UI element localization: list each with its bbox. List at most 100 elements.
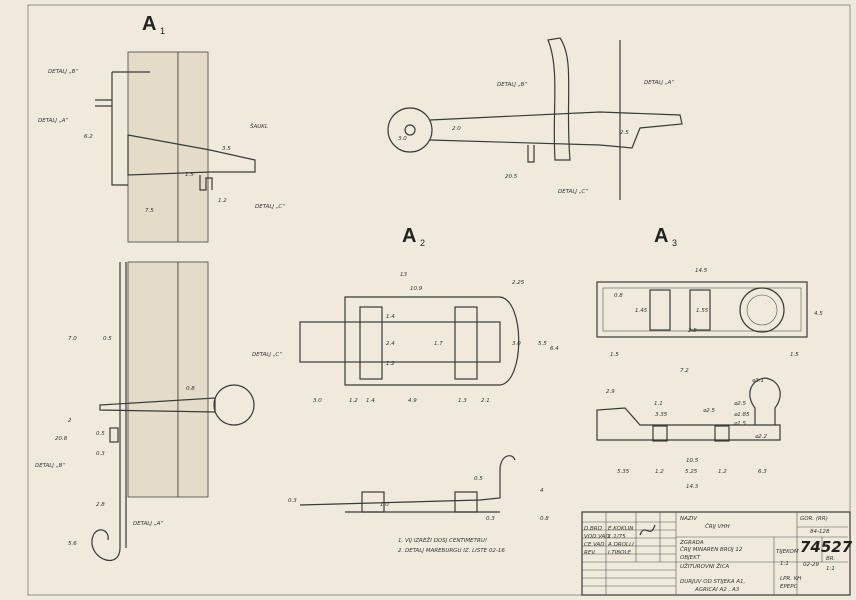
view-a2-letter: A bbox=[402, 225, 416, 247]
callout-label: DETALJ „B“ bbox=[497, 82, 527, 88]
dimension: 1.55 bbox=[696, 308, 709, 314]
tb-role: CE.VAD bbox=[584, 542, 604, 548]
dimension: 2.25 bbox=[512, 280, 525, 286]
tb-name: E.KOKLIN bbox=[608, 526, 633, 532]
tb-label: ZGRADA bbox=[679, 540, 704, 546]
dimension: ⌀2.5 bbox=[734, 401, 747, 407]
dimension: 1.2 bbox=[655, 469, 664, 475]
tb-role: VOD.VAD bbox=[584, 534, 609, 540]
callout-label: DETALJ „B“ bbox=[48, 69, 78, 75]
dimension: 1.45 bbox=[635, 308, 648, 314]
dimension: 13 bbox=[400, 272, 407, 278]
dimension: 2 bbox=[68, 418, 72, 424]
dimension: 0.8 bbox=[186, 386, 195, 392]
dimension: 7.5 bbox=[145, 208, 154, 214]
dimension: 3.0 bbox=[313, 398, 322, 404]
dimension: 1.5 bbox=[790, 352, 799, 358]
dimension: 0.3 bbox=[96, 451, 105, 457]
dimension: 1.5 bbox=[610, 352, 619, 358]
dimension: 1.2 bbox=[718, 469, 727, 475]
view-a2-index: 2 bbox=[420, 238, 425, 248]
dimension: 1.3 bbox=[458, 398, 467, 404]
dimension: 0.8 bbox=[614, 293, 623, 299]
note-2: 2. DETALJ MAREBURGU IZ. LISTE 02-16 bbox=[398, 548, 505, 554]
dimension: 7.0 bbox=[68, 336, 77, 342]
dimension: 2.5 bbox=[620, 130, 629, 136]
dimension: 6.2 bbox=[84, 134, 93, 140]
tb-label: OBJEKT bbox=[680, 555, 701, 561]
dimension: 2.4 bbox=[386, 341, 395, 347]
dimension: 0.3 bbox=[288, 498, 297, 504]
tb-role: REV. bbox=[584, 550, 596, 556]
tb-object: ČRIJ VHH bbox=[705, 523, 730, 530]
tb-sheet-no: 1:1 bbox=[826, 566, 835, 572]
tb-building: ČRIJ MINAREN BROJ 12 bbox=[680, 546, 743, 553]
dimension: ⌀1.85 bbox=[734, 412, 750, 418]
sheet-border bbox=[27, 4, 851, 596]
dimension: 6.3 bbox=[758, 469, 767, 475]
dimension: ⌀3.1 bbox=[752, 378, 764, 384]
dimension: 2.5 bbox=[688, 328, 697, 334]
dimension: 1.5 bbox=[185, 172, 194, 178]
dimension: 0.3 bbox=[486, 516, 495, 522]
tb-label: GOR. (RR) bbox=[800, 516, 828, 522]
dimension: 0.5 bbox=[103, 336, 112, 342]
dimension: 0.5 bbox=[474, 476, 483, 482]
dimension: 2.0 bbox=[452, 126, 461, 132]
dimension: 1.0 bbox=[380, 502, 389, 508]
view-a3-index: 3 bbox=[672, 238, 677, 248]
dimension: 1.4 bbox=[366, 398, 375, 404]
callout-label: DETALJ „C“ bbox=[252, 352, 282, 358]
dimension: 1.1 bbox=[654, 401, 663, 407]
signature bbox=[639, 524, 656, 536]
tb-name: 1.1/75 bbox=[608, 534, 626, 540]
tb-description: AGRICAI A2 , A3 bbox=[694, 587, 740, 593]
callout-label: DETALJ „C“ bbox=[558, 189, 588, 195]
tb-name: I.TIBOLE bbox=[608, 550, 632, 556]
view-top: DETALJ „B“ DETALJ „A“ DETALJ „C“ 20.5 2.… bbox=[387, 37, 683, 200]
title-block: D.BRD E.KOKLIN VOD.VAD 1.1/75 CE.VAD A.D… bbox=[581, 511, 853, 596]
dimension: 20.5 bbox=[505, 174, 518, 180]
dimension: 3.35 bbox=[655, 412, 668, 418]
tb-label: NAZIV bbox=[680, 516, 698, 522]
callout-label: DETALJ „A“ bbox=[38, 118, 68, 124]
callout-label: DETALJ „C“ bbox=[255, 204, 285, 210]
dimension: 5.35 bbox=[617, 469, 630, 475]
tb-role: D.BRD bbox=[584, 526, 602, 532]
dimension: 2.1 bbox=[481, 398, 490, 404]
dimension: 1.2 bbox=[349, 398, 358, 404]
tb-scale: 1:1 bbox=[780, 561, 789, 567]
tb-name: A.DROLLI bbox=[607, 542, 634, 548]
dimension: 4 bbox=[540, 488, 544, 494]
dimension: 14.3 bbox=[686, 484, 699, 490]
view-a3-letter: A bbox=[654, 225, 668, 247]
dimension: 5.5 bbox=[538, 341, 547, 347]
tb-org: EPEPC bbox=[780, 584, 798, 590]
dimension: 14.5 bbox=[695, 268, 708, 274]
tb-drawing-number: 74527 bbox=[800, 538, 853, 556]
dimension: 1.2 bbox=[386, 361, 395, 367]
tb-code: 02-29 bbox=[803, 562, 819, 568]
dimension: 3.0 bbox=[398, 136, 407, 142]
dimension: 2.9 bbox=[606, 389, 615, 395]
view-a3: A 3 14.5 4.5 0.8 1.45 1.55 2.5 1.5 7.2 1… bbox=[596, 225, 823, 490]
dimension: ⌀1.5 bbox=[734, 421, 747, 427]
dimension: 0.5 bbox=[96, 431, 105, 437]
dimension: 1.2 bbox=[218, 198, 227, 204]
tb-label: BR. bbox=[826, 556, 836, 562]
view-a1-index: 1 bbox=[160, 26, 165, 36]
callout-label: DETALJ „A“ bbox=[133, 521, 163, 527]
dimension: 6.4 bbox=[550, 346, 559, 352]
dimension: 10.5 bbox=[686, 458, 699, 464]
callout-label: ŠAUKL bbox=[250, 123, 268, 130]
tb-label: TIJEKOM bbox=[776, 549, 799, 555]
dimension: 0.8 bbox=[540, 516, 549, 522]
view-a2: A 2 13 10.9 2.25 1.4 1.7 2.4 1.2 3.0 5.5… bbox=[288, 225, 559, 522]
view-a1: A 1 DETALJ „B“ DETALJ „A“ ŠAUKL DETALJ „… bbox=[35, 13, 285, 561]
dimension: 5.25 bbox=[685, 469, 698, 475]
dimension: 4.9 bbox=[408, 398, 417, 404]
dimension: 10.9 bbox=[410, 286, 423, 292]
callout-label: DETALJ „B“ bbox=[35, 463, 65, 469]
tb-item: UŽITUROVNI ŽICA bbox=[680, 562, 729, 570]
